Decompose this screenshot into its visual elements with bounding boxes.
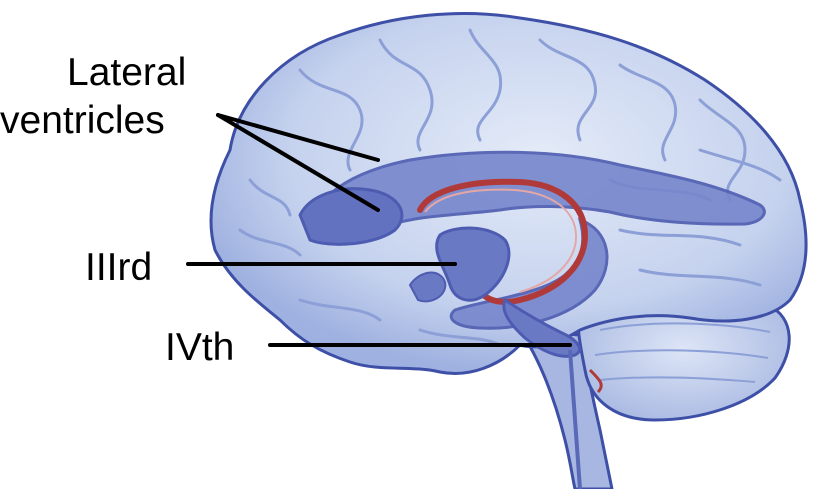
- label-lateral-ventricles-line1: Lateral: [67, 50, 186, 96]
- label-fourth-ventricle: IVth: [165, 325, 234, 371]
- label-lateral-ventricles-line2: ventricles: [0, 98, 165, 144]
- label-third-ventricle: IIIrd: [85, 245, 152, 291]
